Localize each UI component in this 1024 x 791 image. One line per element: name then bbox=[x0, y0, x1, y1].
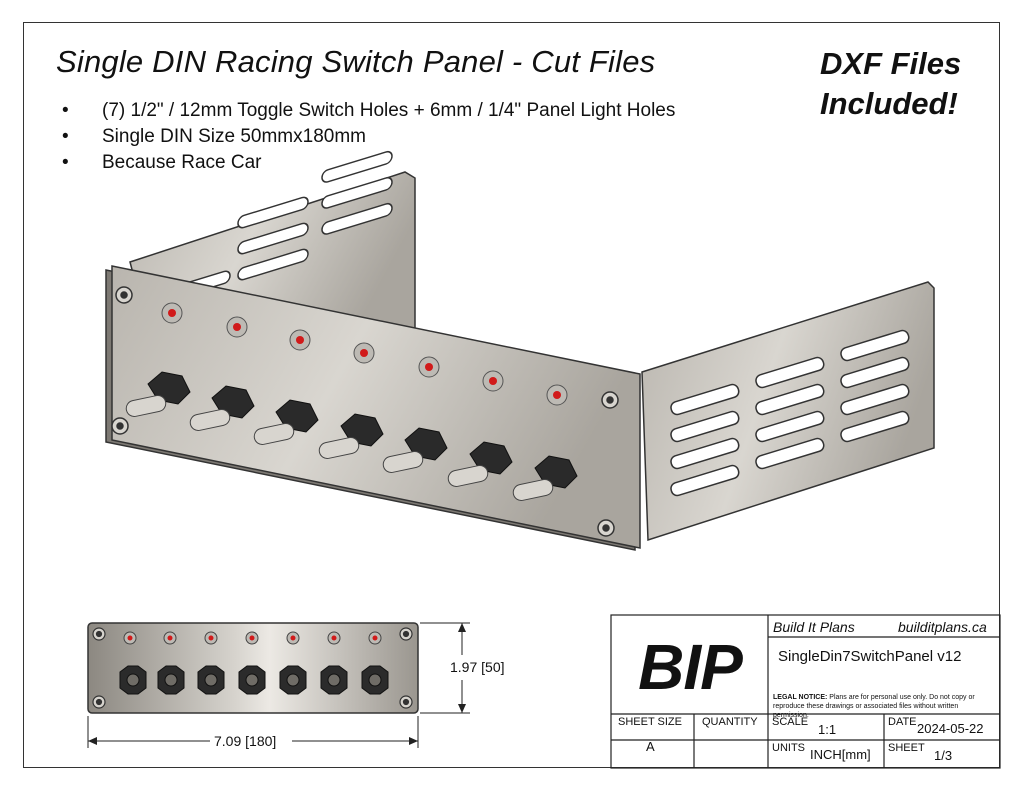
units-label: UNITS bbox=[772, 742, 805, 754]
panel-lights bbox=[161, 302, 568, 406]
feature-list: • (7) 1/2" / 12mm Toggle Switch Holes + 6… bbox=[62, 98, 675, 176]
company-logo: BIP bbox=[638, 631, 743, 703]
feature-item: • Because Race Car bbox=[62, 150, 675, 176]
dimension-arrows bbox=[88, 623, 466, 745]
front-panel bbox=[105, 265, 641, 551]
title-block-grid bbox=[610, 614, 1001, 769]
toggle-switch bbox=[512, 455, 578, 501]
sheet-size-label: SHEET SIZE bbox=[618, 716, 682, 728]
sheet-label: SHEET bbox=[888, 742, 925, 754]
feature-item: • Single DIN Size 50mmx180mm bbox=[62, 124, 675, 150]
drawing-title: Single DIN Racing Switch Panel - Cut Fil… bbox=[56, 44, 656, 79]
height-dimension: 1.97 [50] bbox=[450, 659, 505, 675]
toggle-switch bbox=[125, 371, 191, 417]
legal-label: LEGAL NOTICE: bbox=[773, 694, 828, 701]
feature-text: (7) 1/2" / 12mm Toggle Switch Holes + 6m… bbox=[102, 100, 676, 121]
sheet-size-value: A bbox=[646, 739, 655, 754]
right-bracket bbox=[641, 281, 935, 542]
bullet-icon: • bbox=[62, 100, 69, 121]
date-label: DATE bbox=[888, 716, 917, 728]
drawing-border bbox=[23, 22, 1000, 768]
front-view-screws bbox=[92, 627, 413, 709]
toggle-switches bbox=[125, 371, 578, 501]
width-dimension: 7.09 [180] bbox=[214, 733, 277, 749]
legal-notice: LEGAL NOTICE: Plans are for personal use… bbox=[773, 693, 995, 720]
feature-text: Because Race Car bbox=[102, 152, 262, 173]
feature-item: • (7) 1/2" / 12mm Toggle Switch Holes + 6… bbox=[62, 98, 675, 124]
quantity-label: QUANTITY bbox=[702, 716, 758, 728]
toggle-switch bbox=[189, 385, 255, 431]
panel-screws bbox=[111, 286, 619, 537]
bullet-icon: • bbox=[62, 152, 69, 173]
dxf-callout-line2: Included! bbox=[820, 86, 958, 121]
toggle-switch bbox=[447, 441, 513, 487]
toggle-switch bbox=[253, 399, 319, 445]
toggle-switch bbox=[318, 413, 384, 459]
scale-label: SCALE bbox=[772, 716, 809, 728]
dxf-callout-line1: DXF Files bbox=[820, 46, 962, 81]
units-value: INCH[mm] bbox=[810, 747, 871, 762]
sheet-value: 1/3 bbox=[934, 748, 953, 763]
scale-value: 1:1 bbox=[818, 722, 837, 737]
front-view-switches bbox=[119, 665, 389, 695]
front-view-lights bbox=[123, 631, 382, 645]
date-value: 2024-05-22 bbox=[917, 721, 984, 736]
legal-text: Plans are for personal use only. Do not … bbox=[773, 694, 975, 719]
dxf-callout: DXF Files Included! bbox=[820, 44, 961, 124]
company-name: Build It Plans bbox=[773, 619, 855, 635]
part-name: SingleDin7SwitchPanel v12 bbox=[778, 648, 962, 665]
right-bracket-slots bbox=[670, 329, 910, 497]
bullet-icon: • bbox=[62, 126, 69, 147]
front-view bbox=[87, 622, 470, 748]
company-website: builditplans.ca bbox=[898, 619, 987, 635]
toggle-switch bbox=[382, 427, 448, 473]
feature-text: Single DIN Size 50mmx180mm bbox=[102, 126, 366, 147]
